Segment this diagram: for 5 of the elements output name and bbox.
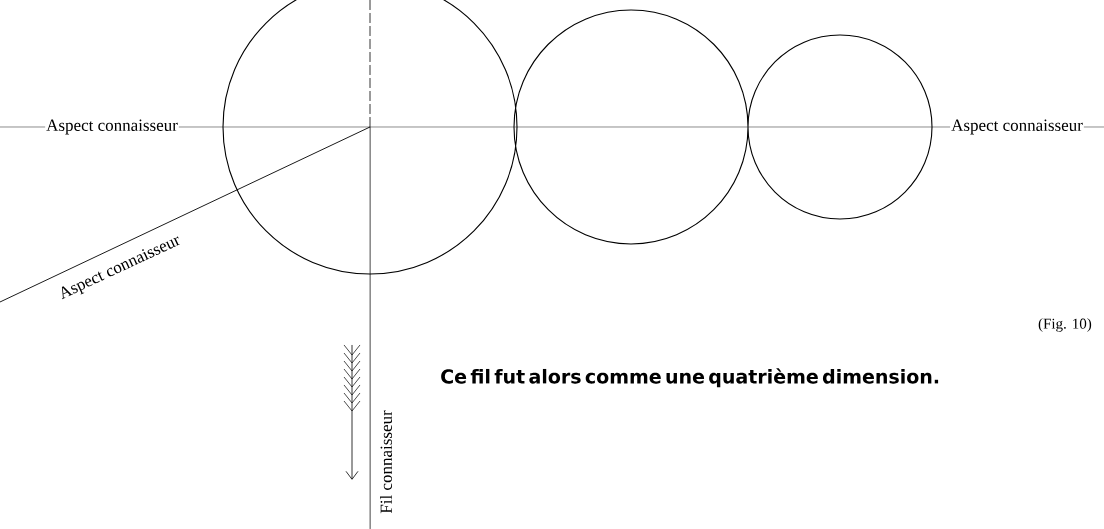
line-label: Aspect connaisseur — [950, 118, 1084, 136]
bold-note: Ce fil fut alors comme une quatrième dimension. — [441, 368, 939, 388]
line-label: Aspect connaisseur — [45, 118, 179, 136]
figure-caption: (Fig. 10) — [1038, 318, 1092, 332]
line-label: Fil connaisseur — [379, 409, 393, 515]
